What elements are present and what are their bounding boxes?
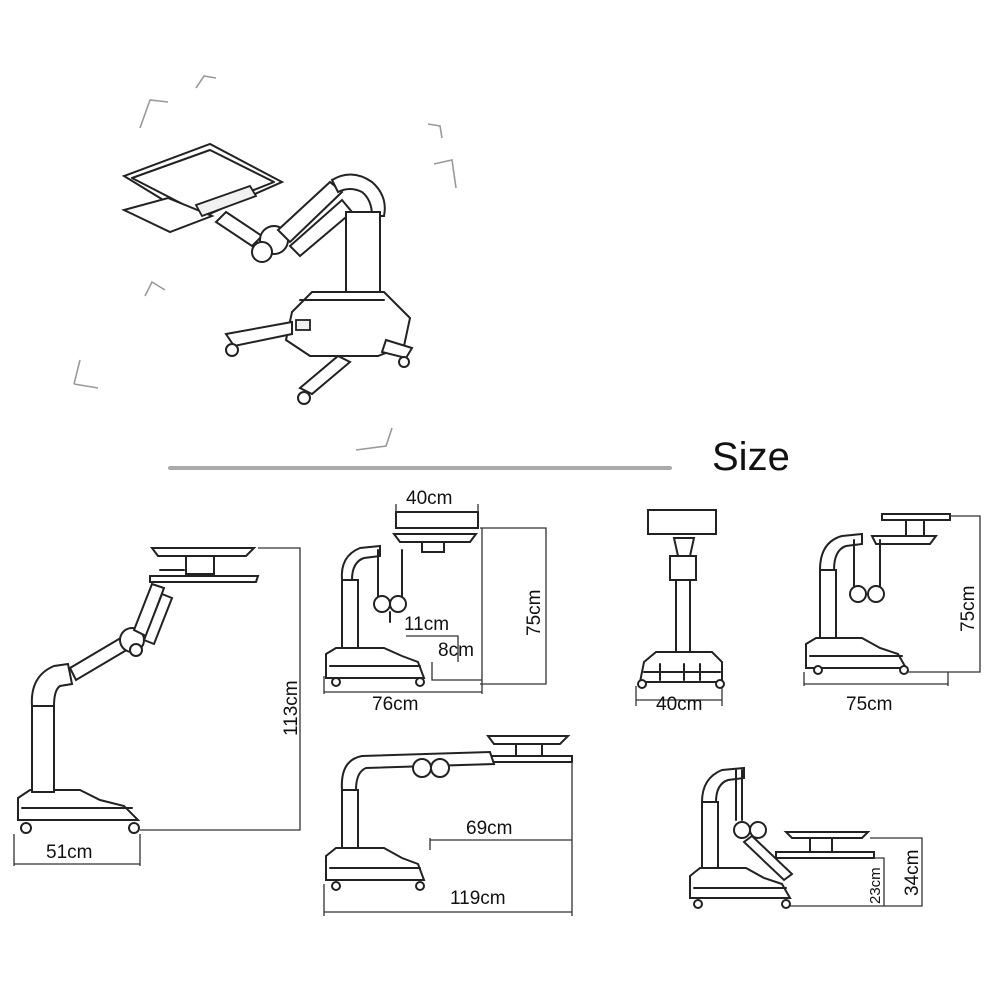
isometric-stand-illustration — [73, 75, 457, 451]
right-height-label: 75cm — [958, 586, 979, 632]
front-height-label: 75cm — [524, 590, 545, 636]
top-width-label: 40cm — [406, 488, 452, 509]
reach-69-label: 69cm — [466, 818, 512, 839]
gap-8-label: 8cm — [438, 640, 474, 661]
side-view-full-height — [13, 547, 301, 866]
page-title: Size — [712, 435, 790, 479]
front-view-75cm — [323, 504, 547, 694]
reach-119-label: 119cm — [450, 888, 506, 909]
side-width-label: 51cm — [46, 842, 92, 863]
lowered-view — [689, 766, 923, 909]
low-34-label: 34cm — [902, 850, 923, 896]
gap-11-label: 11cm — [404, 614, 449, 635]
right-view-75cm — [803, 513, 981, 686]
rotation-arrow-icons — [73, 75, 457, 451]
low-23-label: 23cm — [867, 867, 884, 904]
reach-view — [323, 735, 573, 916]
side-height-label: 113cm — [281, 680, 302, 736]
rear-base-label: 40cm — [656, 694, 702, 715]
front-base-label: 76cm — [372, 694, 418, 715]
rear-view — [635, 509, 725, 706]
right-base-label: 75cm — [846, 694, 892, 715]
